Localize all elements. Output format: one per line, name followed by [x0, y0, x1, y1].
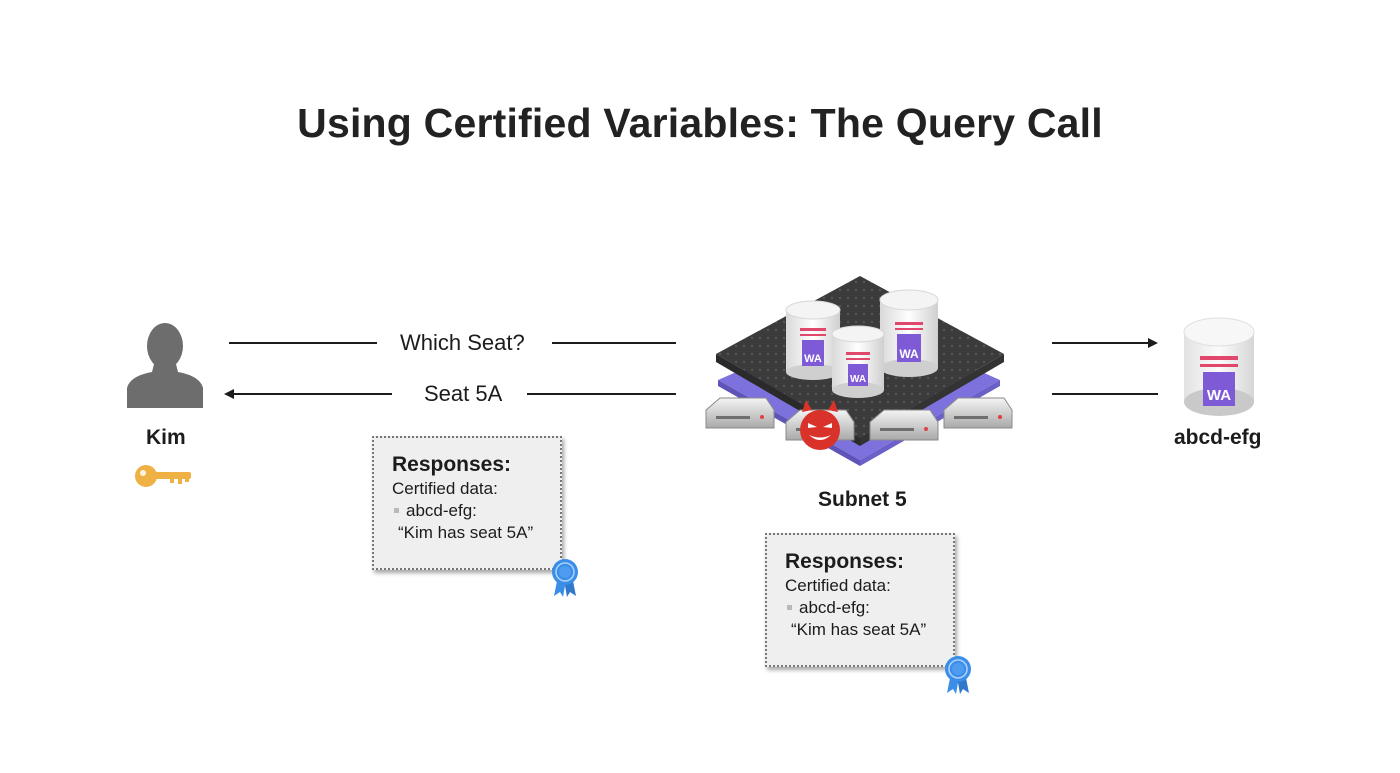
forward-line: [1052, 342, 1150, 344]
server-node-3: [869, 409, 939, 441]
canister-name: abcd-efg: [1174, 426, 1262, 449]
response-box-key: abcd-efg:: [406, 501, 477, 520]
response-box-title: Responses:: [392, 453, 512, 476]
subnet-label: Subnet 5: [818, 488, 907, 511]
return-line: [1052, 393, 1158, 395]
user-name: Kim: [146, 426, 186, 449]
response-box-entry: abcd-efg:: [392, 500, 560, 522]
user-icon: [127, 323, 203, 408]
response-box-subtitle: Certified data:: [392, 479, 498, 498]
response-box-value: “Kim has seat 5A”: [398, 523, 534, 542]
response-box-value: “Kim has seat 5A”: [791, 620, 927, 639]
request-line-right: [552, 342, 676, 344]
bullet-icon: [787, 604, 792, 610]
server-node-1: [705, 397, 775, 429]
request-message: Which Seat?: [400, 330, 525, 355]
request-line-left: [229, 342, 377, 344]
response-line-left: [232, 393, 392, 395]
subnet-canister-3: WA: [831, 325, 885, 398]
canister-badge: WA: [899, 347, 919, 361]
server-node-4: [943, 397, 1013, 429]
response-box-title: Responses:: [785, 550, 905, 573]
malicious-node-icon: [800, 400, 840, 450]
canister-badge: WA: [1207, 387, 1231, 404]
response-line-right: [527, 393, 676, 395]
bullet-icon: [394, 507, 399, 513]
canister-icon: WA: [1183, 317, 1255, 416]
response-box-entry: abcd-efg:: [785, 597, 953, 619]
response-box-key: abcd-efg:: [799, 598, 870, 617]
response-box-subnet: Responses: Certified data: abcd-efg: “Ki…: [765, 533, 955, 667]
forward-arrow-head: [1148, 338, 1158, 348]
certified-ribbon-icon: [552, 559, 578, 597]
response-message: Seat 5A: [424, 381, 503, 406]
certified-ribbon-icon: [945, 656, 971, 694]
canister-badge: WA: [804, 353, 822, 365]
response-arrow-head: [224, 389, 234, 399]
response-box-client: Responses: Certified data: abcd-efg: “Ki…: [372, 436, 562, 570]
canister-badge: WA: [850, 374, 866, 385]
subnet-canister-2: WA: [879, 289, 939, 377]
subnet-canister-1: WA: [785, 300, 841, 380]
key-icon: [135, 465, 191, 487]
page-title: Using Certified Variables: The Query Cal…: [297, 100, 1103, 146]
subnet-icon: WA WA WA: [705, 276, 1013, 466]
response-box-subtitle: Certified data:: [785, 576, 891, 595]
